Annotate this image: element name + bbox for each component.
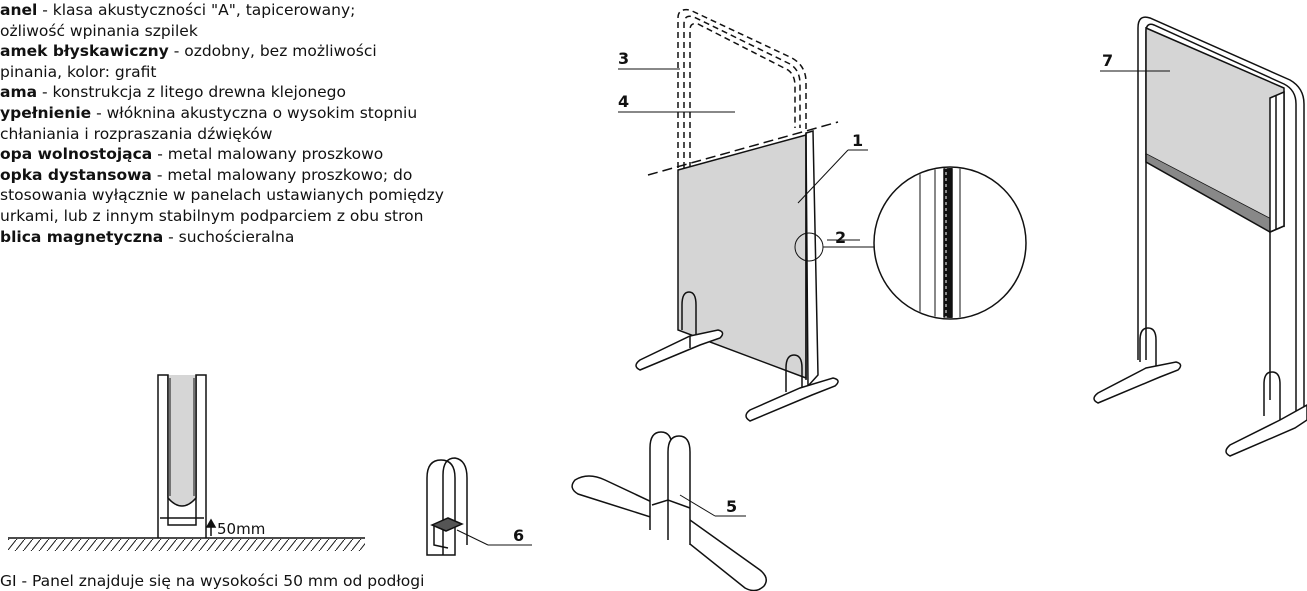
callout-7: 7 (1102, 51, 1113, 70)
legend-term: anel (0, 1, 38, 19)
legend-line: chłaniania i rozpraszania dźwięków (0, 124, 560, 145)
legend-description: ożliwość wpinania szpilek (0, 21, 198, 40)
legend-description: stosowania wyłącznie w panelach ustawian… (0, 186, 444, 205)
callout-2: 2 (835, 228, 846, 247)
magnetic-board-panel-drawing (1093, 16, 1307, 457)
foot-drawing (571, 431, 767, 591)
legend-description: - metal malowany proszkowo; do (151, 165, 413, 184)
legend-description: - metal malowany proszkowo (152, 145, 384, 164)
main-panel-drawing (618, 8, 875, 422)
legend-line: opka dystansowa - metal malowany proszko… (0, 165, 560, 186)
legend-term: ypełnienie (0, 103, 92, 122)
legend-term: opa wolnostojąca (0, 145, 153, 164)
legend-list: anel - klasa akustyczności "A", tapicero… (0, 0, 560, 247)
spacer-foot-drawing (426, 457, 532, 556)
legend-line: ożliwość wpinania szpilek (0, 21, 560, 42)
legend-term: opka dystansowa (0, 165, 152, 184)
callout-5: 5 (726, 497, 737, 516)
legend-line: amek błyskawiczny - ozdobny, bez możliwo… (0, 41, 560, 62)
callout-4: 4 (618, 92, 629, 111)
legend-term: blica magnetyczna (0, 227, 164, 246)
footnote: GI - Panel znajduje się na wysokości 50 … (0, 572, 425, 590)
legend-description: urkami, lub z innym stabilnym podparciem… (0, 206, 424, 225)
callout-6: 6 (513, 526, 524, 545)
legend-term: amek błyskawiczny (0, 42, 169, 61)
dimension-label: 50mm (217, 520, 265, 538)
callout-1: 1 (852, 131, 863, 150)
legend-line: urkami, lub z innym stabilnym podparciem… (0, 206, 560, 227)
frame-detail-circle (873, 166, 1027, 320)
legend-description: chłaniania i rozpraszania dźwięków (0, 124, 273, 143)
legend-description: - klasa akustyczności "A", tapicerowany; (37, 1, 356, 19)
legend-term: ama (0, 83, 38, 102)
legend-description: - włóknina akustyczna o wysokim stopniu (91, 103, 418, 122)
legend-description: - ozdobny, bez możliwości (168, 42, 377, 61)
legend-description: pinania, kolor: grafit (0, 62, 157, 81)
legend-description: - suchościeralna (163, 227, 295, 246)
legend-line: blica magnetyczna - suchościeralna (0, 227, 560, 248)
floor-detail-drawing (8, 374, 365, 551)
legend-line: ama - konstrukcja z litego drewna klejon… (0, 82, 560, 103)
legend-line: opa wolnostojąca - metal malowany proszk… (0, 144, 560, 165)
legend-line: pinania, kolor: grafit (0, 62, 560, 83)
legend-description: - konstrukcja z litego drewna klejonego (37, 83, 346, 102)
legend-line: ypełnienie - włóknina akustyczna o wysok… (0, 103, 560, 124)
callout-3: 3 (618, 49, 629, 68)
legend-line: anel - klasa akustyczności "A", tapicero… (0, 0, 560, 21)
legend-line: stosowania wyłącznie w panelach ustawian… (0, 185, 560, 206)
